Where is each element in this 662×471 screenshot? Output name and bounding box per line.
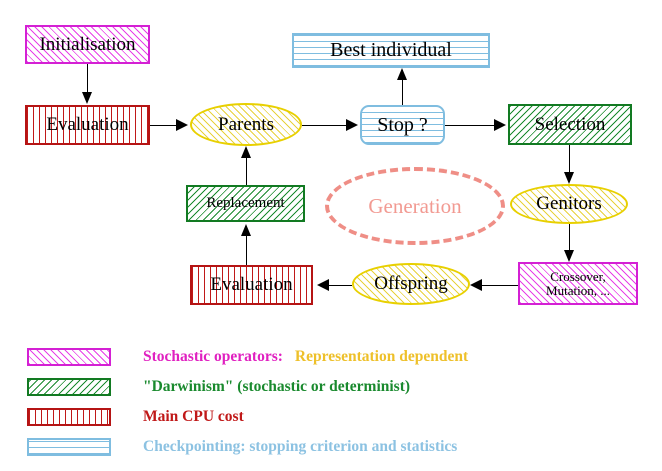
arrowhead-offspring-to-evaluation [317, 279, 329, 291]
node-parents[interactable]: Parents [190, 103, 302, 146]
edge-replacement-to-parents [246, 156, 247, 185]
arrowhead-genitors-to-crossover [564, 250, 574, 262]
node-offspring[interactable]: Offspring [352, 263, 470, 305]
node-generation: Generation [325, 167, 505, 245]
node-best-individual-label: Best individual [330, 39, 452, 61]
edge-offspring-to-evaluation [325, 285, 352, 286]
node-evaluation-top[interactable]: Evaluation [25, 105, 150, 145]
node-genitors-label: Genitors [536, 193, 602, 215]
node-parents-label: Parents [218, 113, 274, 135]
edge-initialisation-to-evaluation [87, 64, 88, 94]
arrowhead-parents-to-stop [346, 119, 358, 131]
arrowhead-stop-to-selection [494, 119, 506, 131]
node-stop[interactable]: Stop ? [360, 105, 445, 145]
edge-evaluation-to-parents [150, 125, 182, 126]
legend-label-checkpointing: Checkpointing: stopping criterion and st… [143, 438, 458, 455]
legend-row-darwinism: "Darwinism" (stochastic or determinist) [27, 378, 410, 396]
node-evaluation-bottom-label: Evaluation [210, 274, 293, 296]
edge-parents-to-stop [302, 125, 352, 126]
node-evaluation-bottom[interactable]: Evaluation [190, 265, 313, 305]
node-replacement[interactable]: Replacement [186, 185, 305, 222]
node-genitors[interactable]: Genitors [510, 184, 628, 224]
node-evaluation-top-label: Evaluation [46, 114, 129, 136]
legend-label-main-cpu-cost: Main CPU cost [143, 408, 244, 425]
node-generation-label: Generation [368, 193, 462, 218]
node-best-individual[interactable]: Best individual [292, 33, 490, 68]
edge-stop-to-best-individual [402, 70, 403, 105]
arrowhead-evaluation-to-replacement [241, 224, 251, 236]
legend-row-main-cpu-cost: Main CPU cost [27, 408, 244, 426]
edge-genitors-to-crossover [569, 224, 570, 252]
arrowhead-selection-to-genitors [564, 172, 574, 184]
node-initialisation[interactable]: Initialisation [25, 25, 150, 64]
legend-row-stochastic-operators: Stochastic operators: Representation dep… [27, 348, 468, 366]
node-offspring-label: Offspring [374, 273, 448, 295]
legend-swatch-blue-horizontal-stripes [27, 438, 111, 456]
legend-swatch-magenta-diagonal-hatch [27, 348, 111, 366]
node-crossover-mutation[interactable]: Crossover, Mutation, ... [518, 262, 638, 305]
legend-label-representation-dependent: Representation dependent [294, 348, 469, 365]
edge-selection-to-genitors [569, 145, 570, 175]
legend-label-darwinism: "Darwinism" (stochastic or determinist) [143, 378, 411, 395]
arrowhead-replacement-to-parents [241, 146, 251, 158]
arrowhead-evaluation-to-parents [176, 119, 188, 131]
arrowhead-initialisation-to-evaluation [82, 92, 92, 104]
arrowhead-crossover-to-offspring [470, 279, 482, 291]
arrowhead-stop-to-best-individual [397, 68, 407, 80]
edge-crossover-to-offspring [478, 285, 518, 286]
node-replacement-label: Replacement [206, 194, 285, 211]
legend-row-checkpointing: Checkpointing: stopping criterion and st… [27, 438, 457, 456]
node-selection-label: Selection [534, 113, 606, 135]
legend-label-stochastic-operators: Stochastic operators: [143, 348, 283, 365]
node-selection[interactable]: Selection [508, 104, 632, 145]
legend-swatch-green-diagonal-hatch [27, 378, 111, 396]
legend-swatch-red-vertical-stripes [27, 408, 111, 426]
node-initialisation-label: Initialisation [39, 33, 136, 55]
node-stop-label: Stop ? [377, 113, 428, 136]
node-crossover-mutation-label: Crossover, Mutation, ... [546, 268, 610, 298]
edge-evaluation-to-replacement [246, 234, 247, 265]
edge-stop-to-selection [445, 125, 500, 126]
